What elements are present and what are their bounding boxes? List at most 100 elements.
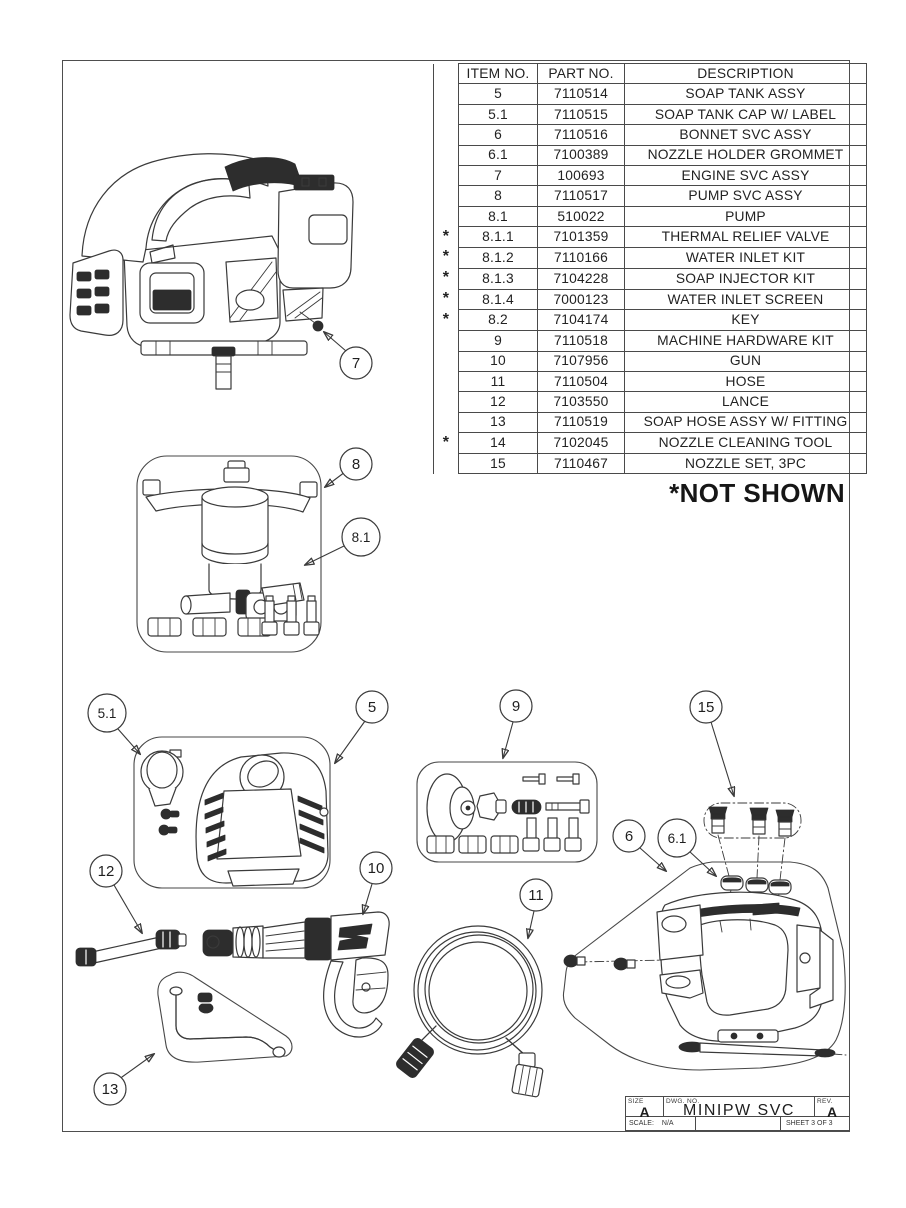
part-no-cell: 7110517 [537,185,625,207]
row-flag [433,453,459,474]
part-no-cell: 7110467 [537,452,625,475]
item-no-cell: 5.1 [458,103,538,126]
row-flag [433,412,459,433]
row-flag [433,83,459,105]
part-no-cell: 7110504 [537,370,625,393]
part-no-cell: 7110518 [537,330,625,352]
nozzle-holder-rod [678,1041,847,1058]
title-block-dwg-cell: DWG. NO. MINIPW SVC [664,1097,815,1119]
part-no-cell: 7104174 [537,309,625,332]
part-no-cell: 7107956 [537,350,625,372]
description-cell: SOAP TANK ASSY [624,83,867,105]
item-no-cell: 14 [458,432,538,454]
part-no-cell: 7000123 [537,288,625,311]
description-cell: LANCE [624,391,867,413]
description-cell: SOAP HOSE ASSY W/ FITTING [624,411,867,434]
callout-8-1: 8.1 [305,517,381,565]
size-value: A [639,1104,650,1120]
row-flag: * [433,289,459,310]
svg-text:10: 10 [368,860,385,877]
row-flag: * [433,309,459,331]
row-flag [433,371,459,392]
description-cell: THERMAL RELIEF VALVE [624,226,867,248]
row-flag [433,206,459,227]
row-flag [433,165,459,186]
callout-11: 11 [519,878,553,938]
rev-value: A [826,1104,838,1120]
description-cell: NOZZLE HOLDER GROMMET [624,144,867,166]
description-cell: KEY [624,309,867,332]
part-no-cell: 7110514 [537,83,625,105]
item-no-cell: 8 [458,185,538,207]
dwg-no-value: MINIPW SVC [683,1102,795,1119]
item-no-cell: 12 [458,391,538,413]
description-cell: PUMP SVC ASSY [624,185,867,207]
soap-tank-drawing [133,736,331,889]
callout-7: 7 [324,332,373,380]
callout-8: 8 [325,447,373,487]
description-cell: BONNET SVC ASSY [624,124,867,146]
part-no-cell: 100693 [537,164,625,187]
soap-hose-drawing [157,971,293,1063]
row-flag: * [433,247,459,269]
title-block-rev-cell: REV. A [815,1097,849,1120]
row-flag [433,351,459,372]
table-header-row: ITEM NO. PART NO. DESCRIPTION [433,62,867,85]
item-no-cell: 8.2 [458,309,538,332]
item-no-cell: 6 [458,124,538,146]
flag-column-header [433,63,459,84]
bonnet-drawing [562,861,847,1071]
item-no-cell: 7 [458,164,538,187]
row-flag [433,145,459,166]
hose-drawing [396,925,544,1098]
item-no-cell: 9 [458,330,538,352]
scale-label: SCALE: [629,1119,654,1127]
nozzle-3 [775,809,795,837]
svg-text:6.1: 6.1 [668,831,687,846]
part-no-cell: 7110515 [537,103,625,126]
description-header: DESCRIPTION [624,62,867,85]
description-cell: ENGINE SVC ASSY [624,164,867,187]
svg-text:8: 8 [352,456,360,473]
size-label: SIZE [628,1098,644,1105]
rev-label: REV. [817,1098,833,1105]
title-block-size-cell: SIZE A [626,1097,664,1120]
svg-text:11: 11 [528,887,544,904]
gun-drawing [202,911,390,1038]
part-no-cell: 7100389 [537,144,625,166]
part-no-cell: 7110166 [537,246,625,269]
part-no-cell: 7104228 [537,267,625,290]
hardware-kit-drawing [416,761,598,863]
row-flag [433,330,459,351]
item-no-cell: 8.1.2 [458,246,538,269]
sheet-border [62,60,850,1132]
title-block-scale-cell: SCALE: N/A [626,1117,696,1130]
description-cell: SOAP INJECTOR KIT [624,267,867,290]
part-no-cell: 7101359 [537,226,625,248]
nozzle-grommets [720,875,792,895]
description-cell: NOZZLE CLEANING TOOL [624,432,867,454]
callout-5-1: 5.1 [87,693,140,754]
callout-10: 10 [359,851,393,914]
row-flag [433,391,459,413]
svg-text:5.1: 5.1 [98,706,117,721]
item-no-cell: 15 [458,452,538,475]
description-cell: HOSE [624,370,867,393]
